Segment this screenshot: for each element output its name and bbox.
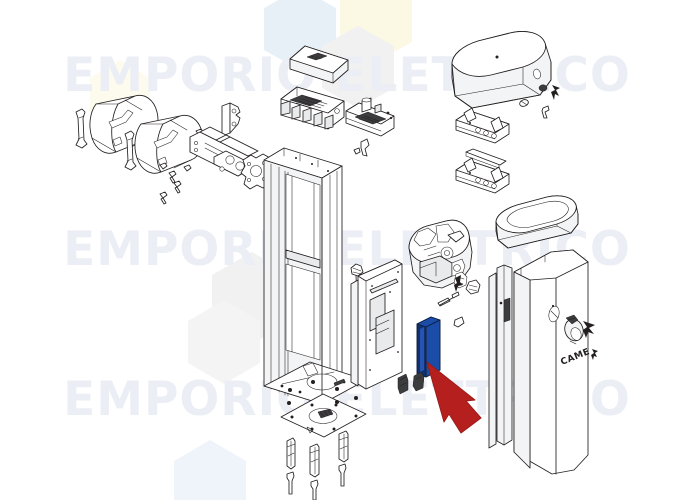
part-control-box-cover [289, 45, 349, 84]
part-small-clip-upper [353, 138, 370, 157]
part-lamp-bracket-lower [455, 148, 510, 194]
part-lamp-fastener-set [519, 85, 560, 119]
part-door-lock-cylinder [564, 314, 595, 345]
part-highlighted-battery-module[interactable] [416, 316, 441, 378]
part-base-anchor-plate [280, 393, 367, 438]
part-anchor-dot-set [287, 380, 358, 405]
part-front-door-panel [513, 249, 589, 475]
part-boom-mounting-plate [189, 126, 259, 177]
part-lamp-housing-cover [451, 31, 552, 109]
part-lamp-gasket-frame [495, 195, 579, 249]
part-boom-arm-cover-band-right [134, 114, 204, 174]
part-spring-clip-right [124, 130, 137, 171]
part-misc-small-hardware [397, 275, 465, 395]
part-spring-clip-left [75, 108, 88, 149]
part-motor-control-chassis [350, 259, 403, 390]
part-control-board-pcb [345, 97, 395, 137]
part-anchor-bolt-set [286, 430, 349, 500]
part-boom-pivot-bracket [221, 102, 241, 137]
part-gearmotor-assembly [408, 219, 481, 295]
part-cabinet-column [263, 147, 367, 405]
part-control-board-terminal-strip [280, 86, 345, 130]
part-lamp-bracket-upper [455, 107, 510, 144]
highlight-arrow [426, 361, 482, 434]
part-door-hinge-strip [488, 264, 513, 449]
